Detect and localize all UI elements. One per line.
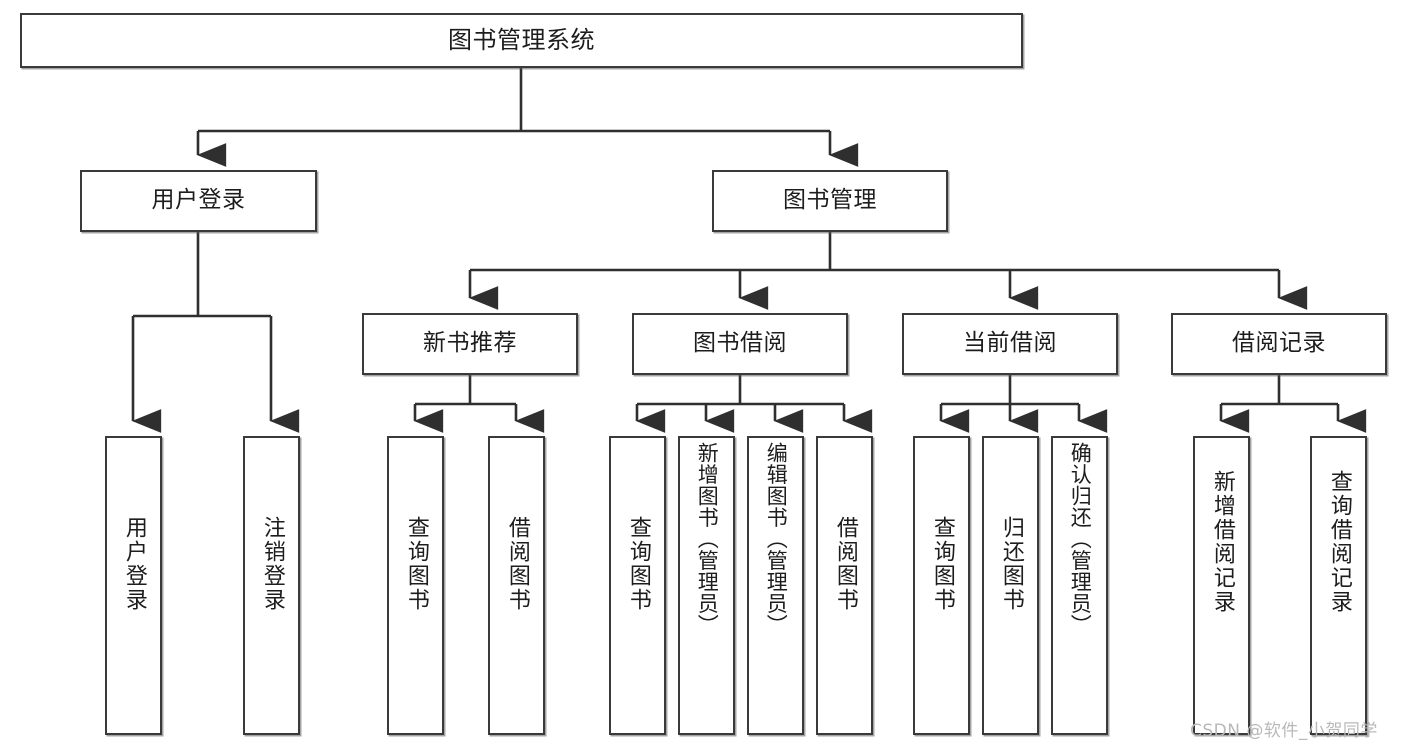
node-label: 确认归还（管理员）: [1068, 442, 1093, 636]
leaf-query-book-current[interactable]: 查询图书: [913, 436, 970, 735]
edges-new-book-rec-to-leaves: [413, 375, 545, 433]
leaf-edit-book-admin[interactable]: 编辑图书（管理员）: [747, 436, 804, 735]
node-label: 用户登录: [121, 516, 147, 612]
node-label: 查询借阅记录: [1326, 470, 1352, 614]
leaf-query-borrow-record[interactable]: 查询借阅记录: [1310, 436, 1367, 735]
node-label: 新增图书（管理员）: [695, 442, 720, 636]
node-label: 图书借阅: [693, 330, 787, 357]
leaf-logout-login[interactable]: 注销登录: [243, 436, 300, 735]
node-new-book-recommend[interactable]: 新书推荐: [362, 313, 578, 375]
node-label: 注销登录: [259, 516, 285, 612]
edges-book-borrow-to-leaves: [635, 375, 873, 433]
node-book-borrow[interactable]: 图书借阅: [632, 313, 848, 375]
node-current-borrow[interactable]: 当前借阅: [902, 313, 1118, 375]
leaf-user-login[interactable]: 用户登录: [105, 436, 162, 735]
leaf-borrow-book-borrow[interactable]: 借阅图书: [816, 436, 873, 735]
node-label: 查询图书: [403, 516, 429, 612]
leaf-borrow-book-recommend[interactable]: 借阅图书: [488, 436, 545, 735]
node-label: 用户登录: [151, 187, 246, 214]
node-label: 编辑图书（管理员）: [764, 442, 789, 636]
node-label: 图书管理系统: [448, 26, 595, 55]
node-label: 借阅图书: [504, 516, 530, 612]
leaf-add-book-admin[interactable]: 新增图书（管理员）: [678, 436, 735, 735]
edges-current-borrow-to-leaves: [939, 375, 1108, 433]
node-label: 查询图书: [625, 516, 651, 612]
node-label: 借阅图书: [832, 516, 858, 612]
node-label: 查询图书: [929, 516, 955, 612]
node-root-system[interactable]: 图书管理系统: [20, 13, 1023, 68]
edges-book-manage-to-level3: [468, 232, 1308, 310]
node-label: 当前借阅: [963, 330, 1057, 357]
node-book-manage[interactable]: 图书管理: [712, 170, 948, 232]
node-label: 新增借阅记录: [1209, 470, 1235, 614]
node-user-login[interactable]: 用户登录: [80, 170, 317, 232]
edges-root-to-level2: [196, 68, 859, 167]
leaf-query-book-recommend[interactable]: 查询图书: [387, 436, 444, 735]
leaf-add-borrow-record[interactable]: 新增借阅记录: [1193, 436, 1250, 735]
leaf-confirm-return-admin[interactable]: 确认归还（管理员）: [1051, 436, 1108, 735]
node-label: 新书推荐: [423, 330, 517, 357]
node-borrow-record[interactable]: 借阅记录: [1171, 313, 1387, 375]
node-label: 归还图书: [998, 516, 1024, 612]
edges-user-login-to-leaves: [131, 232, 300, 433]
node-label: 借阅记录: [1232, 330, 1326, 357]
csdn-watermark: CSDN @软件_小贺同学: [1190, 721, 1378, 741]
leaf-query-book-borrow[interactable]: 查询图书: [609, 436, 666, 735]
node-label: 图书管理: [783, 187, 877, 214]
leaf-return-book[interactable]: 归还图书: [982, 436, 1039, 735]
edges-borrow-record-to-leaves: [1219, 375, 1367, 433]
